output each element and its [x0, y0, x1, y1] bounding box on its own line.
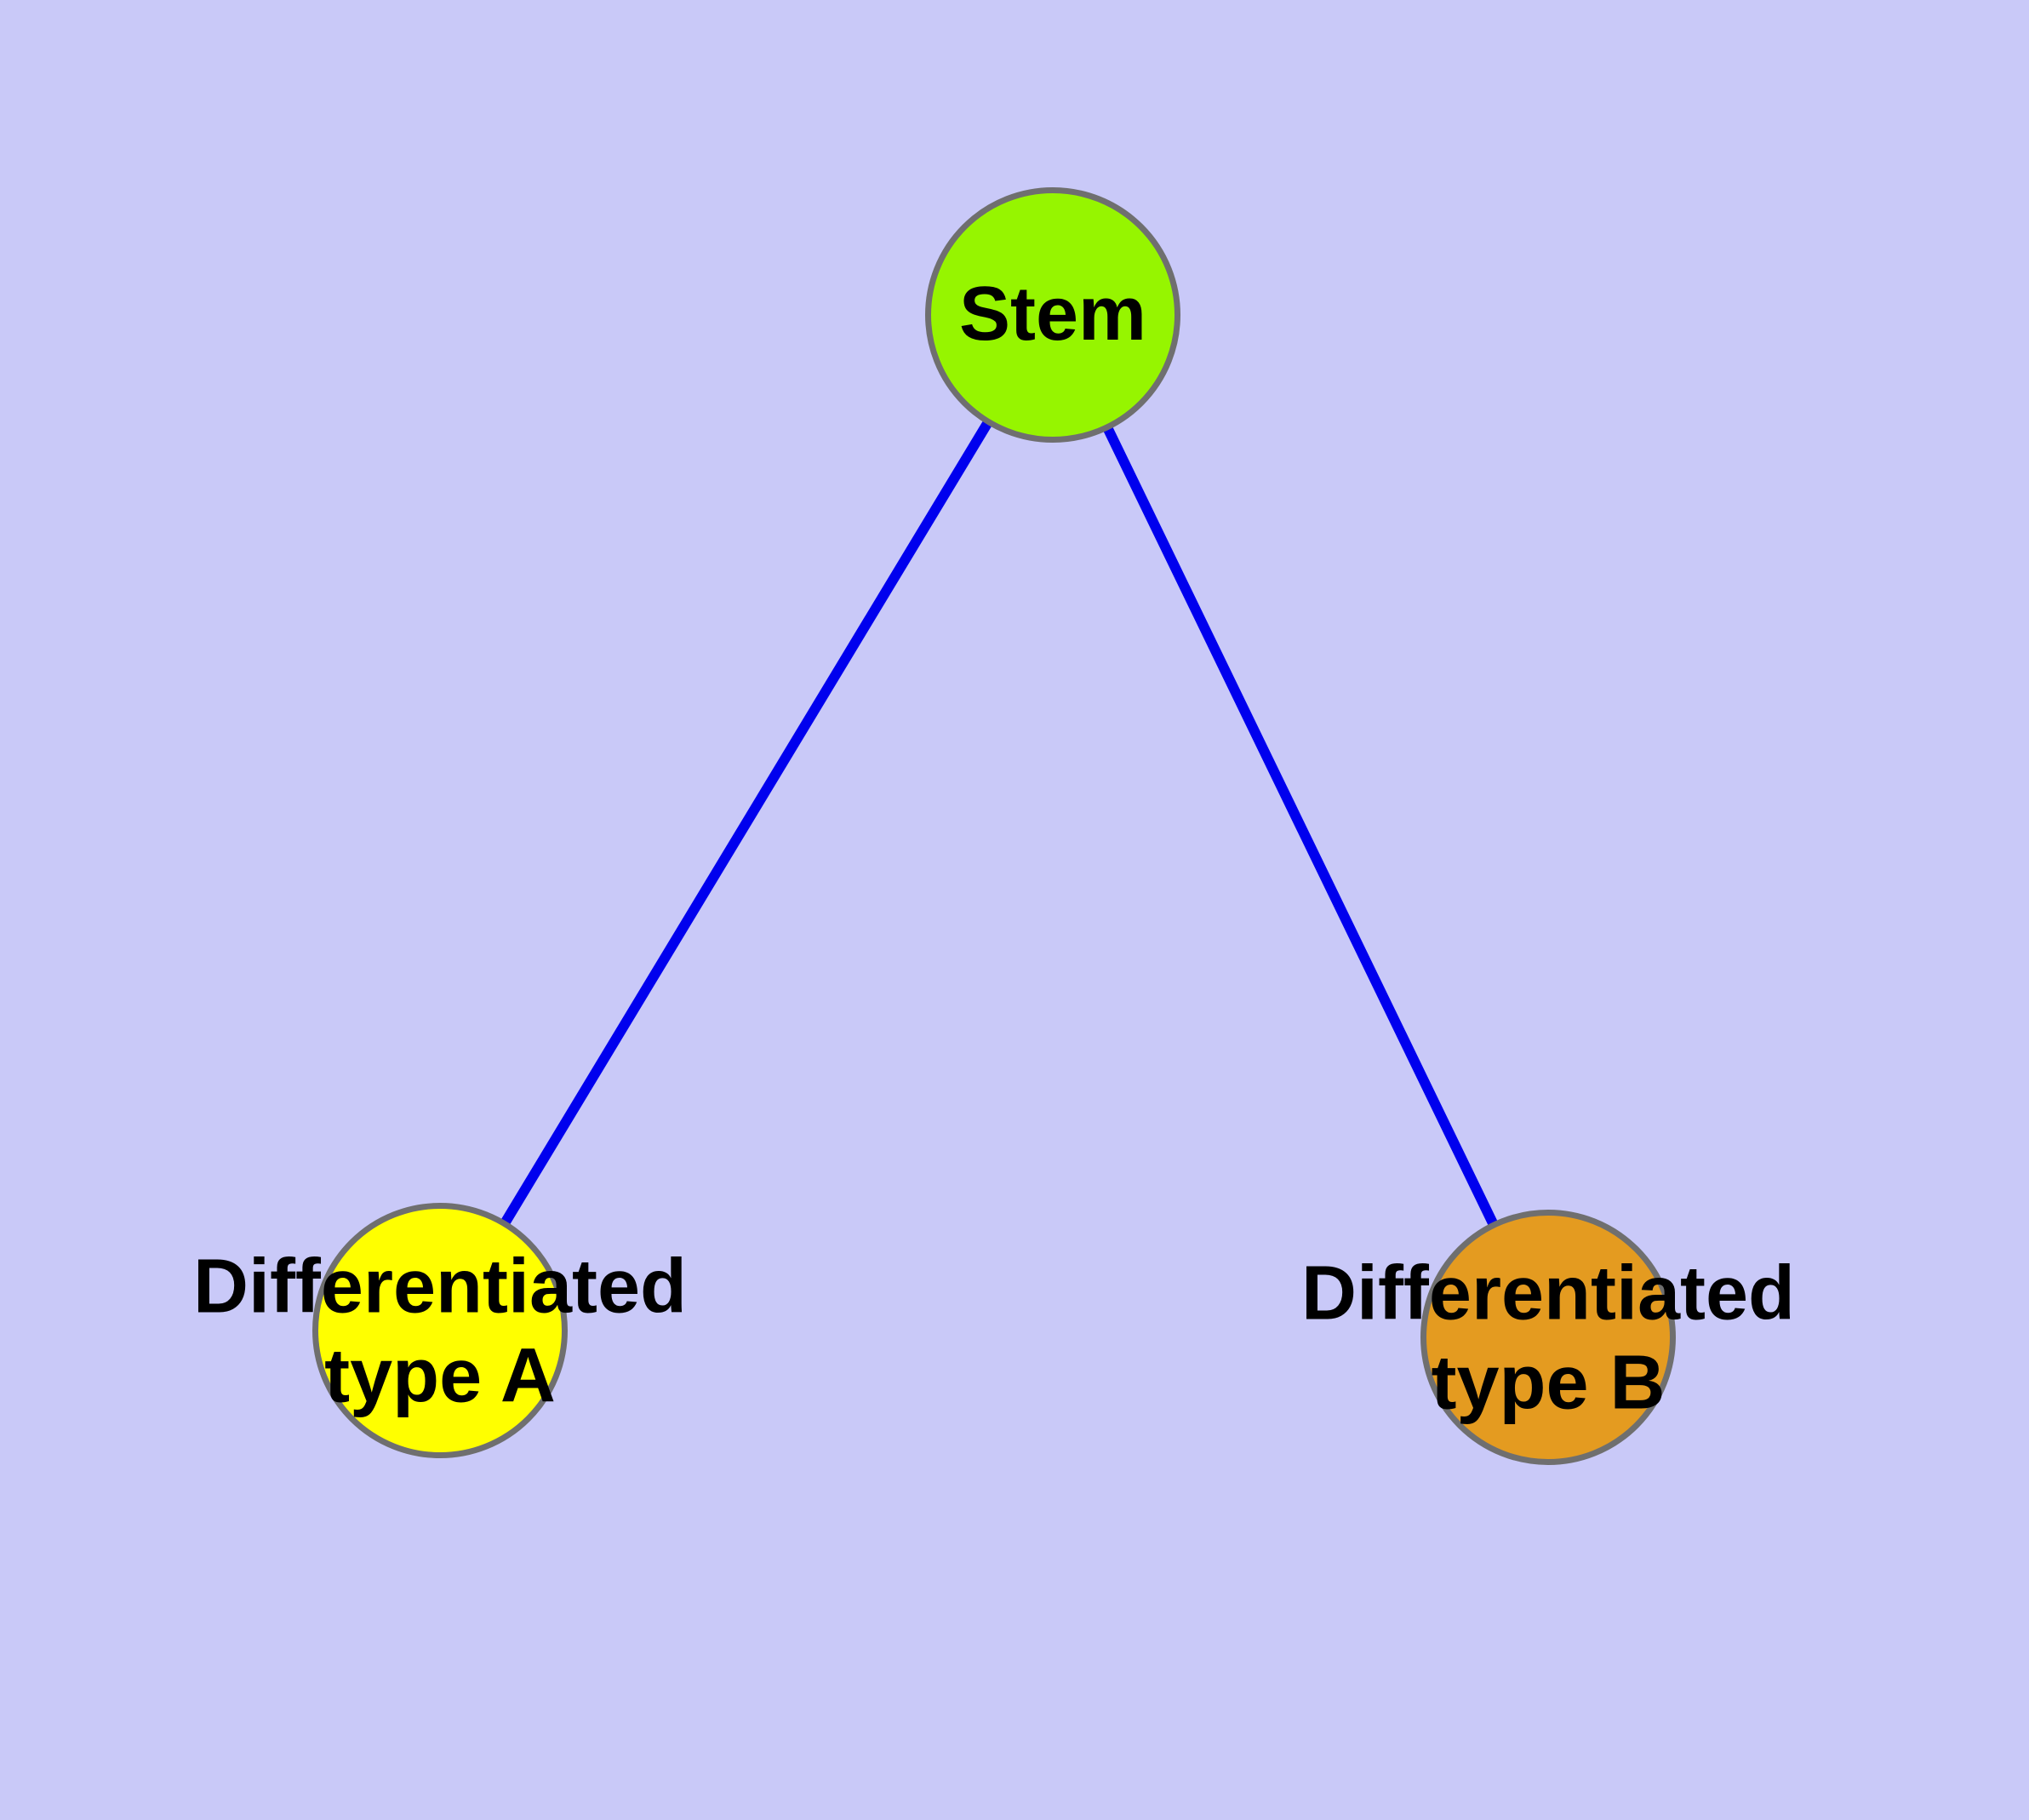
- label-line-1: Differentiated: [192, 1244, 688, 1330]
- edge-stem-to-type-a: [435, 312, 1058, 1334]
- label-line-1: Differentiated: [1300, 1251, 1796, 1336]
- node-differentiated-type-b[interactable]: [1420, 1210, 1676, 1465]
- node-differentiated-type-a-label: Differentiated type A: [117, 1243, 763, 1422]
- node-stem[interactable]: Stem: [925, 187, 1180, 443]
- node-differentiated-type-b-label: Differentiated type B: [1225, 1250, 1872, 1429]
- label-line-2: type B: [1431, 1341, 1666, 1426]
- edge-stem-to-type-b: [1048, 312, 1553, 1340]
- node-differentiated-type-a[interactable]: [312, 1203, 568, 1458]
- label-line-2: type A: [324, 1334, 556, 1419]
- node-stem-label: Stem: [958, 272, 1147, 358]
